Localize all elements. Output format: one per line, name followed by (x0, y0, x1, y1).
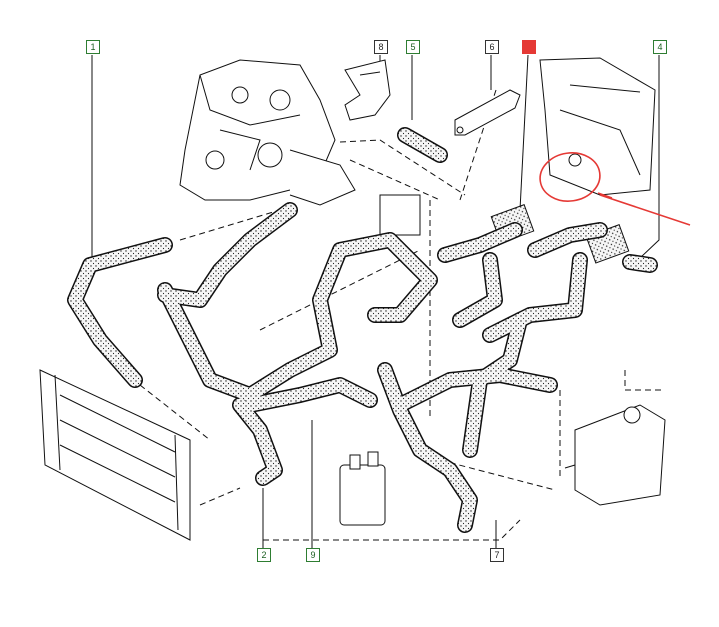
bracket-6 (454, 89, 521, 136)
engine-block (179, 59, 356, 206)
callout-marked (522, 40, 536, 54)
bracket-8 (344, 59, 391, 121)
callout-6: 6 (485, 40, 499, 54)
callout-2: 2 (257, 548, 271, 562)
expansion-tank (564, 404, 666, 506)
oil-cooler (339, 451, 386, 526)
heater-box (539, 57, 656, 196)
callout-4: 4 (653, 40, 667, 54)
radiator (39, 369, 191, 541)
callout-8: 8 (374, 40, 388, 54)
callout-7: 7 (490, 548, 504, 562)
callout-1: 1 (86, 40, 100, 54)
callout-5: 5 (406, 40, 420, 54)
hoses (67, 127, 658, 533)
callout-9: 9 (306, 548, 320, 562)
red-annotation (539, 152, 691, 226)
